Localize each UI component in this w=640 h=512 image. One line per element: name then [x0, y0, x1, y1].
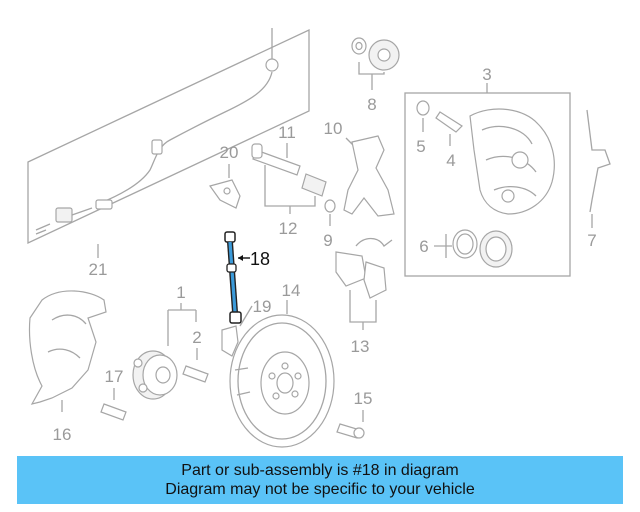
callout-10: 10 [324, 119, 343, 138]
callout-11: 11 [278, 123, 296, 142]
part-11-12-guide-pins: 11 12 20 [209, 123, 327, 238]
callout-14: 14 [282, 281, 301, 300]
callout-8: 8 [367, 95, 376, 114]
callout-21: 21 [89, 260, 108, 279]
part-10-caliper-bracket: 10 9 [323, 119, 395, 250]
part-14-brake-disc: 14 [229, 281, 335, 448]
callout-20: 20 [220, 143, 239, 162]
part-21-speed-sensor-group: 21 [27, 28, 310, 279]
callout-3: 3 [482, 65, 491, 84]
callout-7: 7 [587, 231, 596, 250]
callout-1: 1 [176, 283, 185, 302]
part-15-screw: 15 [336, 389, 373, 439]
part-1-wheel-hub: 1 2 [132, 283, 209, 400]
part-7-spring-clip: 7 [586, 109, 611, 250]
part-3-caliper-assembly: 3 5 4 6 [404, 65, 571, 277]
brake-hose-line [228, 241, 237, 313]
part-19-hose-bracket: 19 [221, 297, 272, 357]
callout-12: 12 [279, 219, 298, 238]
info-banner: Part or sub-assembly is #18 in diagram D… [17, 456, 623, 504]
banner-line-2: Diagram may not be specific to your vehi… [165, 481, 475, 498]
callout-9: 9 [323, 231, 332, 250]
part-16-splash-shield: 16 [28, 290, 107, 444]
callout-13: 13 [351, 337, 370, 356]
callout-16: 16 [53, 425, 72, 444]
callout-6: 6 [419, 237, 428, 256]
part-18-brake-hose: 18 [224, 231, 270, 324]
part-17-bolt: 17 [100, 367, 127, 421]
part-13-brake-pads: 13 [335, 237, 393, 356]
part-8-bushings: 8 [351, 37, 400, 114]
callout-15: 15 [354, 389, 373, 408]
banner-line-1: Part or sub-assembly is #18 in diagram [181, 462, 459, 479]
callout-5: 5 [416, 137, 425, 156]
callout-18: 18 [250, 249, 270, 269]
callout-17: 17 [105, 367, 124, 386]
callout-2: 2 [192, 328, 201, 347]
callout-4: 4 [446, 151, 455, 170]
callout-19: 19 [253, 297, 272, 316]
